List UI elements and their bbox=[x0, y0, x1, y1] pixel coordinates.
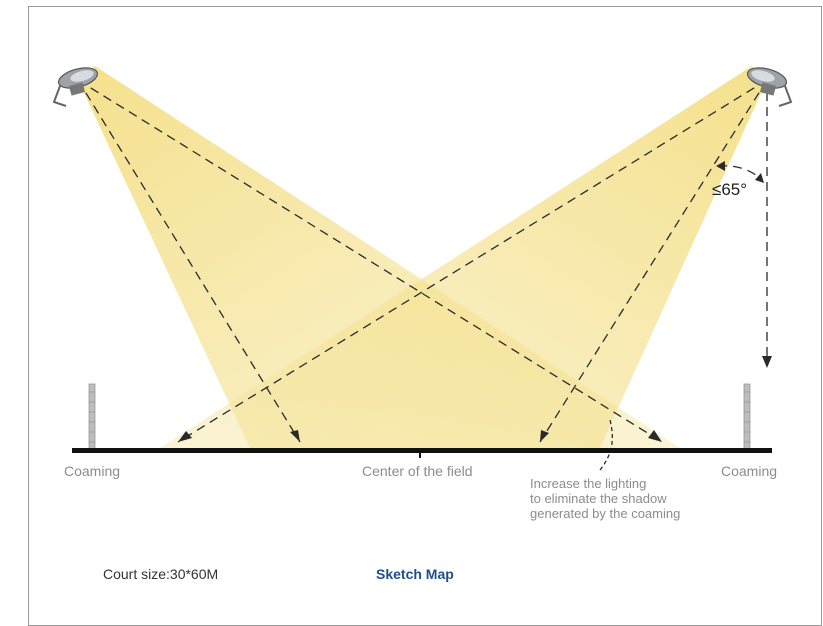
center-mark bbox=[419, 452, 421, 458]
arrowhead-arc-left bbox=[716, 161, 725, 171]
light-beam-right bbox=[160, 66, 767, 448]
arrowhead-vertical bbox=[762, 356, 772, 368]
dash-left-inner bbox=[77, 79, 301, 443]
lighting-diagram bbox=[52, 66, 793, 471]
coaming-label-left: Coaming bbox=[64, 463, 121, 479]
arrowhead-right-inner bbox=[540, 430, 549, 442]
arrowhead-arc-right bbox=[755, 173, 764, 183]
coaming-post-left bbox=[88, 383, 96, 451]
court-size-text: Court size:30*60M bbox=[103, 566, 219, 582]
ground-line bbox=[72, 448, 772, 453]
floodlight-icon bbox=[746, 67, 793, 107]
shadow-note: Increase the lighting to eliminate the s… bbox=[530, 476, 680, 521]
arrowhead-left-outer bbox=[648, 430, 662, 442]
coaming-label-right: Coaming bbox=[721, 463, 778, 479]
center-label: Center of the field bbox=[362, 463, 473, 479]
coaming-post-right bbox=[743, 383, 751, 451]
dash-right-inner bbox=[539, 79, 768, 443]
note-line: to eliminate the shadow bbox=[530, 491, 667, 506]
floodlight-icon bbox=[52, 67, 99, 107]
note-line: Increase the lighting bbox=[530, 476, 647, 491]
arrowhead-left-inner bbox=[290, 430, 300, 442]
sketch-map-title: Sketch Map bbox=[376, 566, 454, 582]
angle-label: ≤65° bbox=[712, 180, 748, 199]
note-line: generated by the coaming bbox=[530, 506, 681, 521]
arrowhead-right-outer bbox=[178, 431, 192, 442]
dash-right-outer bbox=[177, 79, 768, 443]
dash-left-outer bbox=[77, 79, 663, 443]
